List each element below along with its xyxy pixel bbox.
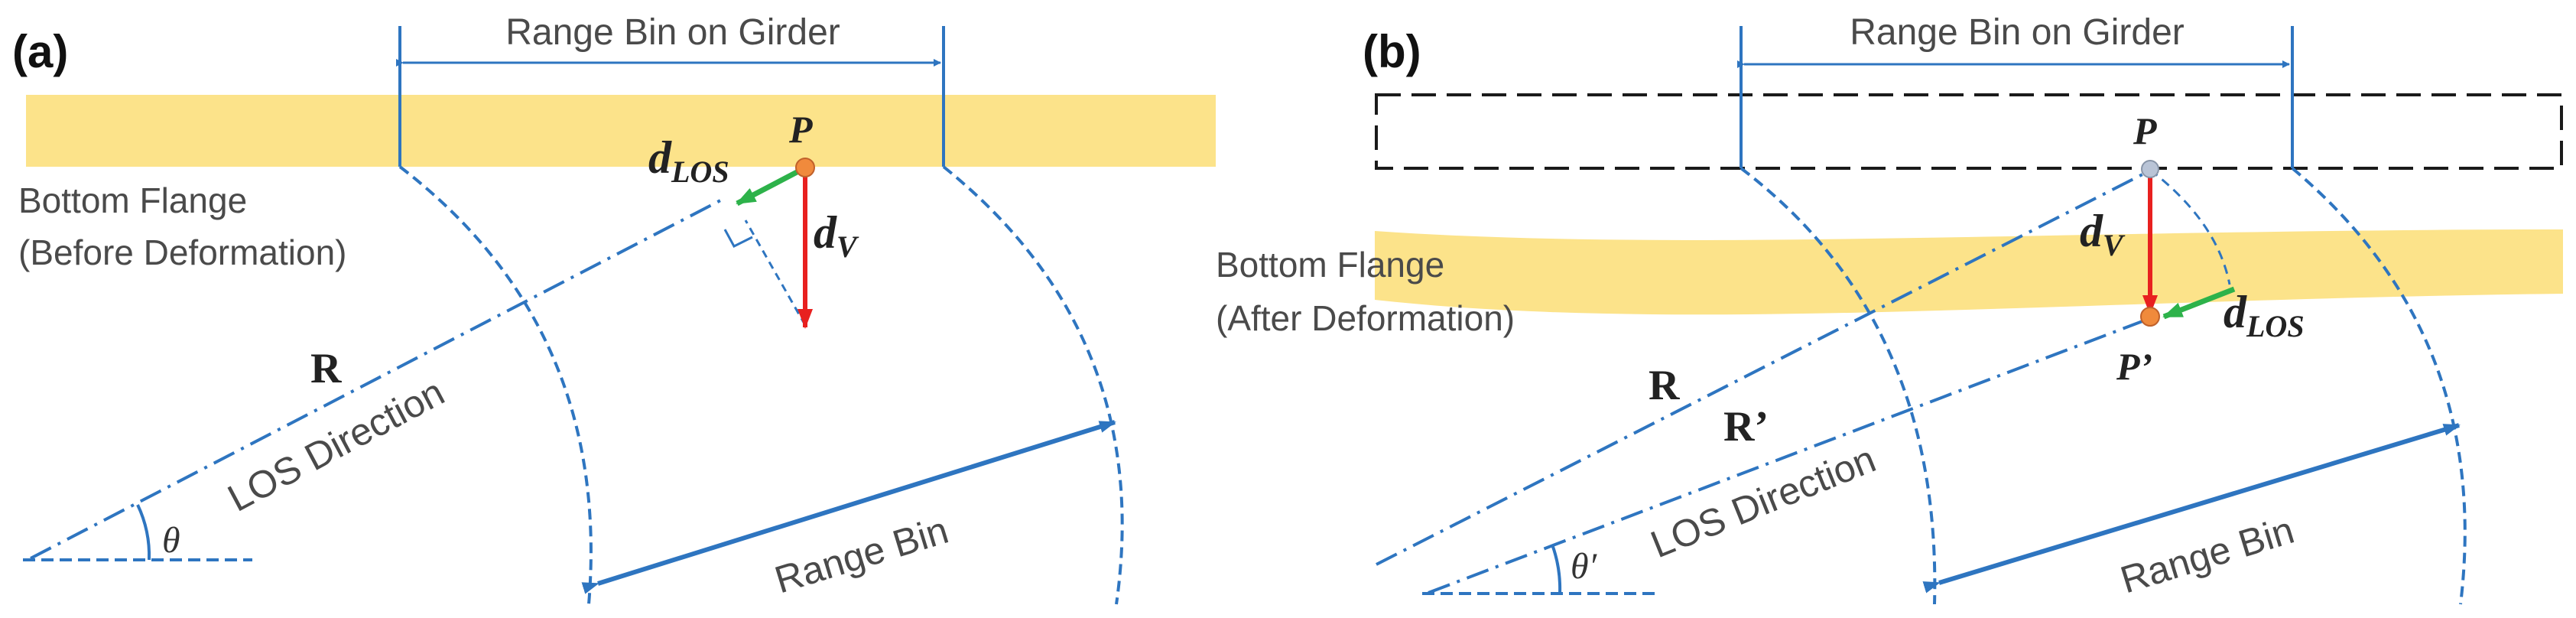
- point-p-marker: [795, 158, 815, 177]
- range-bin-arrow: [1922, 423, 2461, 594]
- panel-a-label: (a): [12, 26, 68, 77]
- d-v-label: dV: [814, 207, 859, 264]
- panel-b: (b) Range Bin on Girder Bottom Flange (A…: [1216, 12, 2563, 605]
- r-label: R: [1649, 362, 1680, 409]
- los-direction-label: LOS Direction: [1645, 437, 1882, 567]
- theta-prime-arc: [1551, 544, 1562, 594]
- flange-label-line2: (After Deformation): [1216, 298, 1515, 338]
- d-los-vector: [736, 167, 803, 207]
- d-los-label: dLOS: [2224, 287, 2305, 343]
- los-line-r: [1376, 171, 2146, 566]
- theta-prime-label: θ′: [1571, 546, 1598, 587]
- flange-label-line1: Bottom Flange: [1216, 245, 1444, 285]
- bottom-flange-before: [26, 95, 1216, 167]
- r-label: R: [310, 345, 342, 392]
- los-direction-label: LOS Direction: [221, 370, 451, 520]
- right-angle-mark: [723, 229, 753, 248]
- point-p-label: P: [788, 108, 813, 151]
- bottom-flange-before-outline: [1375, 93, 2563, 170]
- d-v-label: dV: [2080, 206, 2126, 262]
- los-line-r-prime: [1428, 320, 2143, 594]
- r-prime-label: R’: [1723, 403, 1769, 450]
- flange-label-line1: Bottom Flange: [18, 181, 247, 220]
- deformation-arc: [2149, 168, 2231, 285]
- panel-a: (a) Range Bin on Girder Bottom Flange (B…: [12, 12, 1216, 605]
- theta-arc: [136, 504, 151, 561]
- range-bin-outer-arc: [2291, 167, 2467, 605]
- projection-line: [744, 220, 807, 326]
- range-bin-arrow: [581, 420, 1116, 594]
- theta-label: θ: [162, 520, 180, 561]
- d-los-vector: [2162, 286, 2236, 320]
- point-p-prime-marker: [2140, 307, 2160, 327]
- range-bin-inner-arc: [1740, 167, 1937, 605]
- los-line: [30, 196, 727, 560]
- bottom-flange-after: [1375, 229, 2563, 315]
- range-bin-outer-arc: [942, 165, 1124, 605]
- point-p-label: P: [2133, 109, 2157, 152]
- range-bin-on-girder-label: Range Bin on Girder: [1850, 12, 2185, 53]
- point-p-marker: [2141, 160, 2159, 178]
- panel-b-label: (b): [1363, 26, 1421, 77]
- point-p-prime-label: P’: [2116, 345, 2152, 388]
- flange-label-line2: (Before Deformation): [18, 233, 347, 272]
- range-bin-on-girder-label: Range Bin on Girder: [505, 12, 840, 53]
- d-los-label: dLOS: [648, 132, 729, 189]
